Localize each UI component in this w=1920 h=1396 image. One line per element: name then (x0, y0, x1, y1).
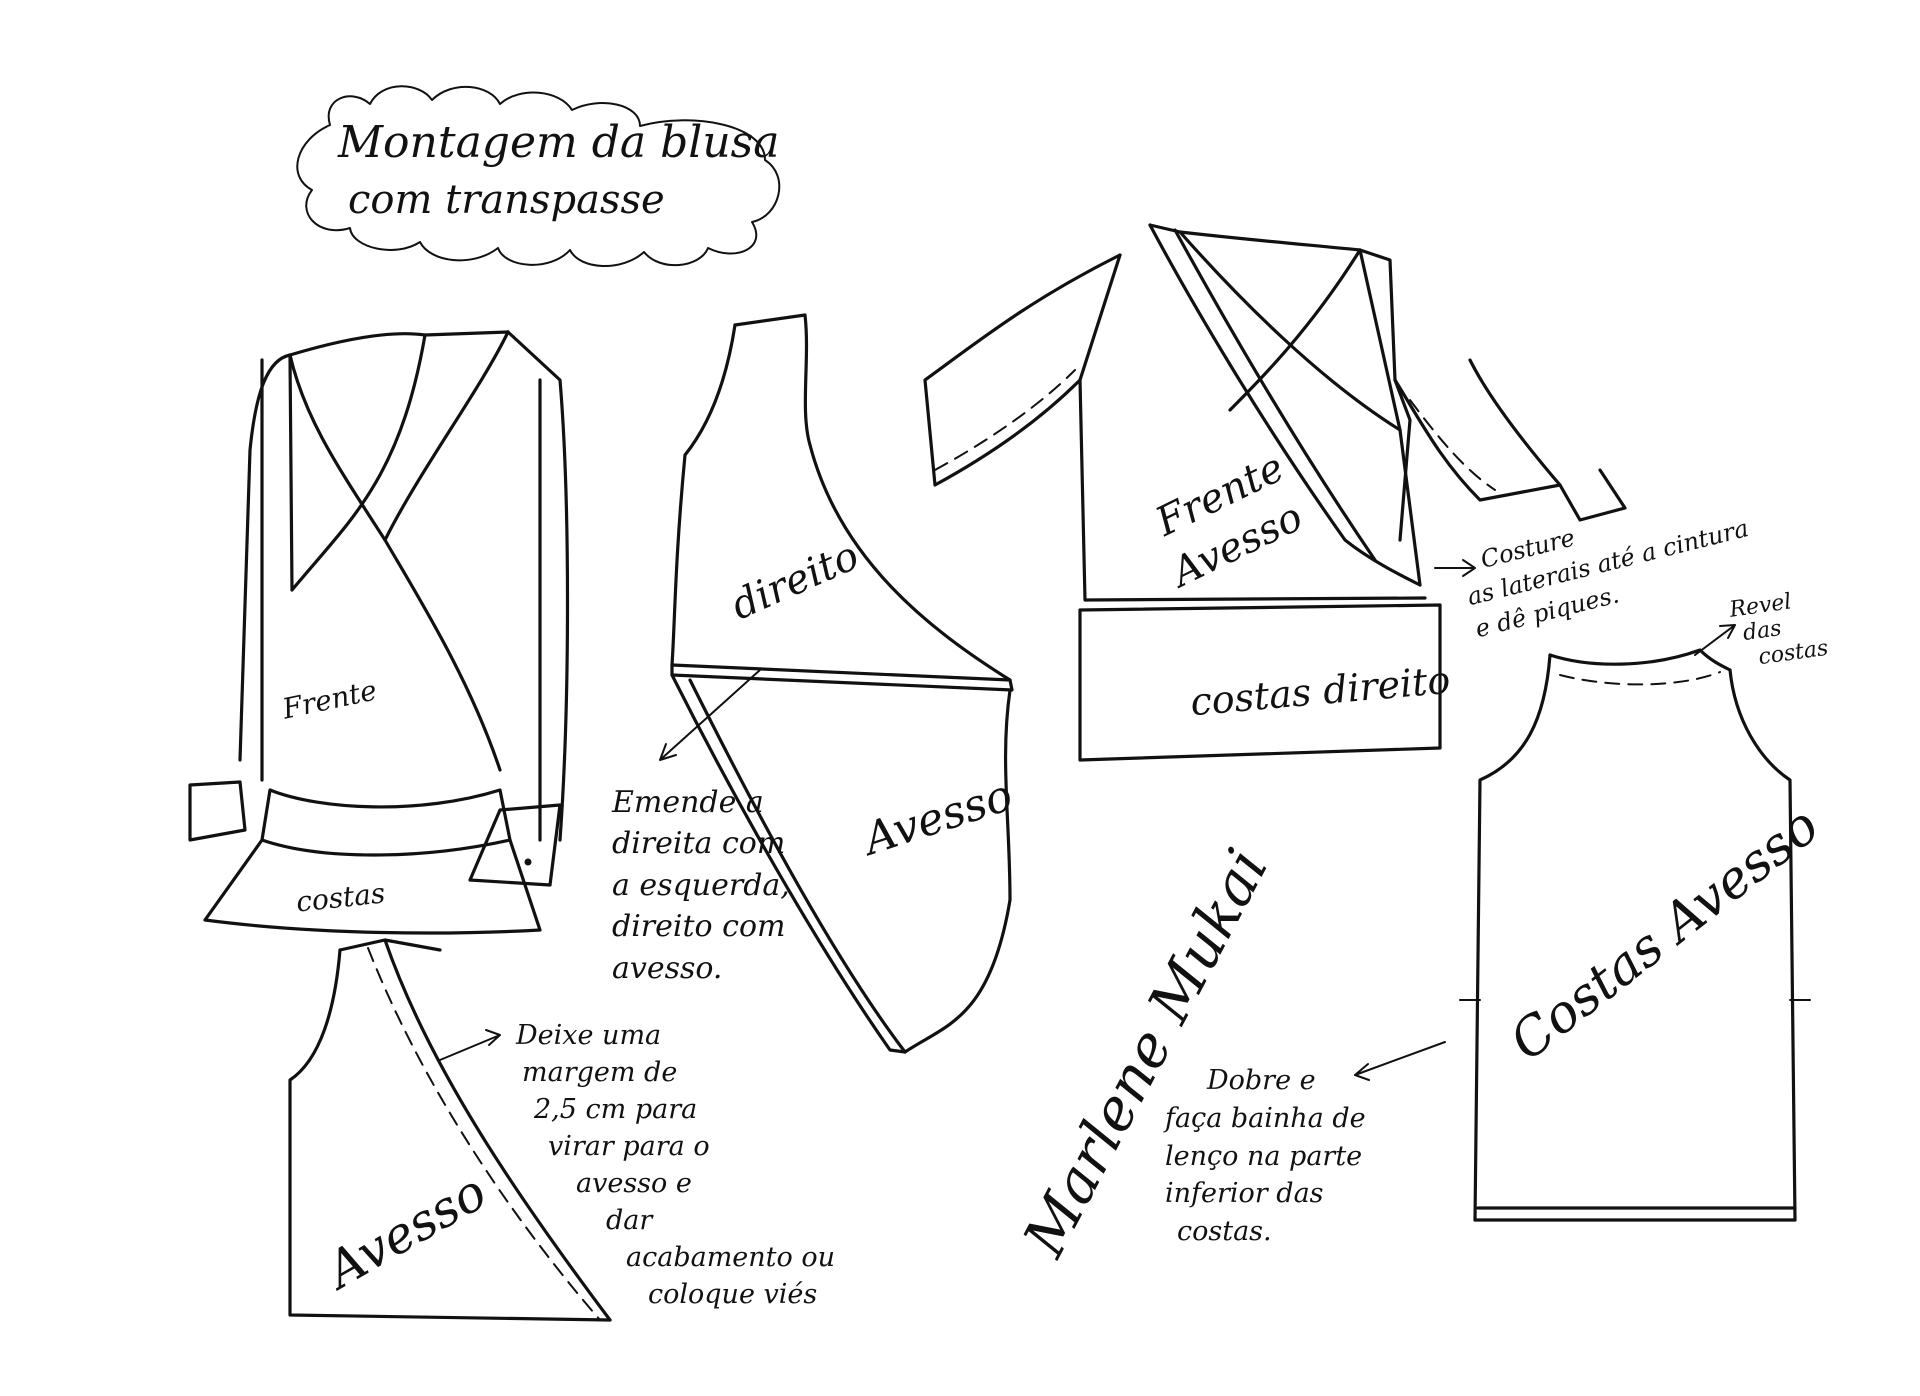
note-dobre-line: Dobre e (1207, 1065, 1316, 1096)
page-title-line1: Montagem da blusa (338, 117, 780, 168)
front-avesso-piece-sketch (288, 938, 612, 1322)
note-deixe-line: acabamento ou (626, 1241, 835, 1273)
note-dobre-line: inferior das (1165, 1178, 1324, 1210)
note-emende-line: avesso. (612, 950, 723, 986)
note-emende: Emende a direita com a esquerda, direito… (612, 782, 790, 989)
note-emende-line: a esquerda, (612, 867, 790, 903)
note-dobre: Dobre e faça bainha de lenço na parte in… (1165, 1062, 1366, 1251)
note-deixe-line: avesso e (576, 1167, 692, 1199)
finished-blouse-sketch (188, 330, 570, 935)
front-back-assembly-sketch (923, 223, 1627, 762)
note-dobre-line: lenço na parte (1165, 1140, 1363, 1172)
note-emende-line: Emende a (612, 785, 764, 820)
note-emende-line: direita com (612, 826, 786, 862)
note-deixe: Deixe uma margem de 2,5 cm para virar pa… (512, 1018, 835, 1314)
note-dobre-line: costas. (1177, 1216, 1272, 1248)
page-title-line2: com transpasse (348, 177, 665, 223)
note-deixe-line: dar (606, 1204, 653, 1236)
back-piece-sketch (1459, 648, 1811, 1222)
bodice-pieces-sketch (670, 313, 1014, 1054)
note-deixe-line: margem de (522, 1056, 678, 1088)
note-deixe-line: 2,5 cm para (534, 1093, 698, 1125)
note-emende-line: direito com (612, 909, 786, 945)
annotation-arrows (439, 559, 1736, 1081)
note-deixe-line: coloque viés (648, 1278, 818, 1310)
title-cloud (296, 85, 781, 267)
note-revel: Revel das costas (1728, 585, 1830, 673)
note-deixe-line: Deixe uma (516, 1020, 662, 1051)
note-deixe-line: virar para o (548, 1130, 710, 1162)
note-dobre-line: faça bainha de (1165, 1102, 1366, 1134)
